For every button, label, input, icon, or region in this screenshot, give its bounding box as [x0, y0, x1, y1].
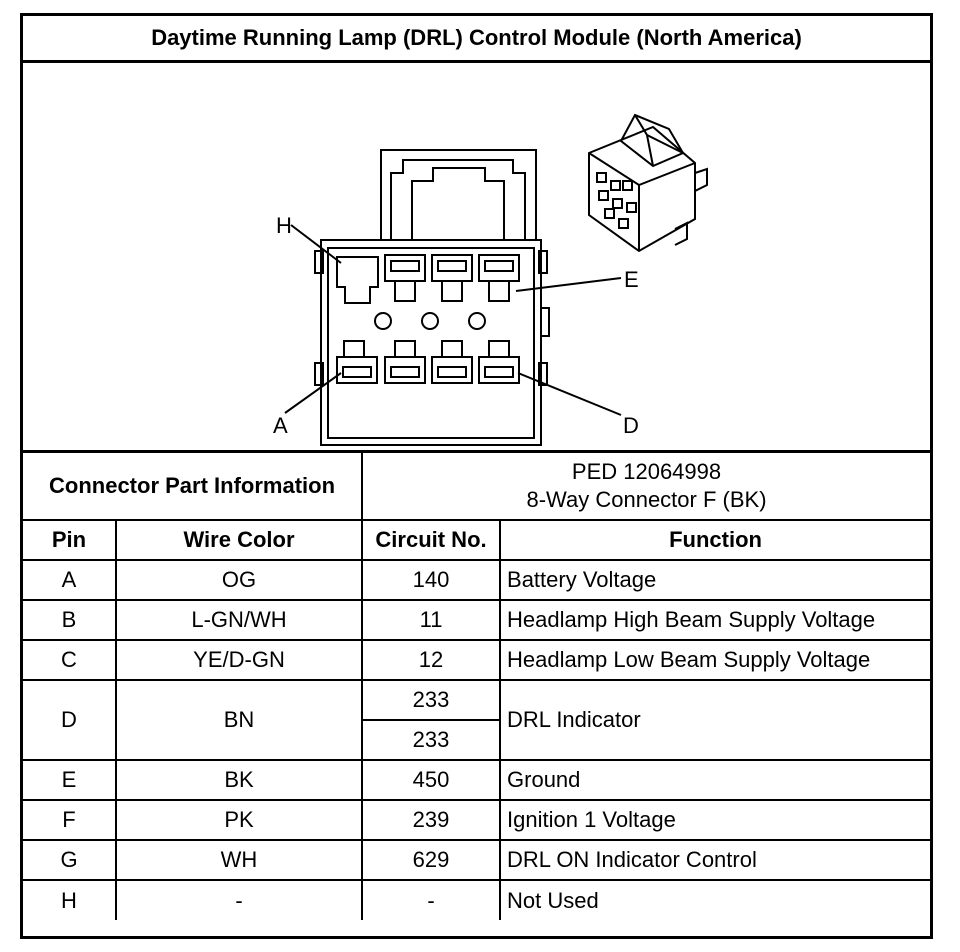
pin-cell: F — [23, 799, 117, 841]
callout-e: E — [624, 267, 639, 292]
table-row: C YE/D-GN 12 Headlamp Low Beam Supply Vo… — [23, 639, 931, 681]
table-row-continued: 233 — [23, 719, 930, 761]
circuit-cell: 12 — [361, 639, 502, 681]
header-circuit: Circuit No. — [361, 519, 502, 561]
pin-cell: B — [23, 599, 117, 641]
header-pin: Pin — [23, 519, 117, 561]
connector-right-tab-top — [538, 250, 548, 274]
circuit-cell: 233 — [362, 719, 501, 761]
connector-left-tab-top — [314, 250, 324, 274]
pin-cell: G — [23, 839, 117, 881]
wire-cell: - — [114, 879, 364, 920]
header-function: Function — [499, 519, 931, 561]
pinout-table: Connector Part Information PED 12064998 … — [23, 453, 931, 920]
pin-cell: A — [23, 559, 117, 601]
leader-e — [515, 277, 622, 292]
table-row: B L-GN/WH 11 Headlamp High Beam Supply V… — [23, 599, 931, 641]
function-cell: Ignition 1 Voltage — [499, 799, 931, 841]
connector-face-svg: H E A D — [273, 113, 708, 446]
function-cell: DRL Indicator — [499, 679, 931, 761]
leader-a — [284, 372, 342, 414]
connector-right-key — [540, 307, 550, 337]
function-cell: Battery Voltage — [499, 559, 931, 601]
cavity-top-row — [384, 254, 520, 302]
connector-info-row: Connector Part Information PED 12064998 … — [23, 453, 931, 521]
cavity-bottom-row — [336, 340, 520, 384]
connector-info-value: PED 12064998 8-Way Connector F (BK) — [361, 453, 931, 521]
connector-3d-thumbnail — [588, 113, 708, 253]
pin-cell: H — [23, 879, 117, 920]
function-cell: DRL ON Indicator Control — [499, 839, 931, 881]
connector-left-tab-bottom — [314, 362, 324, 386]
connector-right-tab-bottom — [538, 362, 548, 386]
table-row: H - - Not Used — [23, 879, 931, 920]
header-wire-color: Wire Color — [114, 519, 364, 561]
pin-cell: D — [23, 679, 117, 761]
key-hole — [468, 312, 486, 330]
table-row: A OG 140 Battery Voltage — [23, 559, 931, 601]
pinout-sheet: Daytime Running Lamp (DRL) Control Modul… — [20, 13, 933, 939]
wire-cell: BK — [114, 759, 364, 801]
wire-cell: BN — [114, 679, 364, 761]
wire-cell: L-GN/WH — [114, 599, 364, 641]
table-row: D BN 233 DRL Indicator — [23, 679, 931, 761]
key-hole — [421, 312, 439, 330]
wire-cell: WH — [114, 839, 364, 881]
callout-a: A — [273, 413, 288, 438]
callout-h: H — [276, 213, 292, 238]
connector-part-number: PED 12064998 — [571, 459, 722, 484]
circuit-cell: - — [361, 879, 502, 920]
table-row: E BK 450 Ground — [23, 759, 931, 801]
key-hole — [374, 312, 392, 330]
connector-info-label: Connector Part Information — [23, 453, 364, 521]
circuit-cell: 239 — [361, 799, 502, 841]
wire-cell: PK — [114, 799, 364, 841]
leader-d — [517, 372, 622, 416]
pin-cell: E — [23, 759, 117, 801]
function-cell: Ground — [499, 759, 931, 801]
circuit-cell: 140 — [361, 559, 502, 601]
function-cell: Headlamp High Beam Supply Voltage — [499, 599, 931, 641]
leader-h — [290, 224, 342, 264]
wire-cell: YE/D-GN — [114, 639, 364, 681]
circuit-cell: 629 — [361, 839, 502, 881]
connector-description: 8-Way Connector F (BK) — [526, 487, 767, 512]
circuit-cell: 450 — [361, 759, 502, 801]
table-row: F PK 239 Ignition 1 Voltage — [23, 799, 931, 841]
table-row: G WH 629 DRL ON Indicator Control — [23, 839, 931, 881]
connector-body — [320, 239, 542, 446]
table-header: Pin Wire Color Circuit No. Function — [23, 519, 931, 561]
function-cell: Not Used — [499, 879, 931, 920]
wire-cell: OG — [114, 559, 364, 601]
cavity-h — [336, 256, 379, 304]
connector-latch-inner — [390, 159, 526, 240]
circuit-cell: 233 — [361, 679, 502, 721]
page-title: Daytime Running Lamp (DRL) Control Modul… — [23, 16, 930, 63]
pin-cell: C — [23, 639, 117, 681]
connector-diagram: H E A D — [23, 63, 930, 453]
function-cell: Headlamp Low Beam Supply Voltage — [499, 639, 931, 681]
callout-d: D — [623, 413, 639, 438]
circuit-cell: 11 — [361, 599, 502, 641]
